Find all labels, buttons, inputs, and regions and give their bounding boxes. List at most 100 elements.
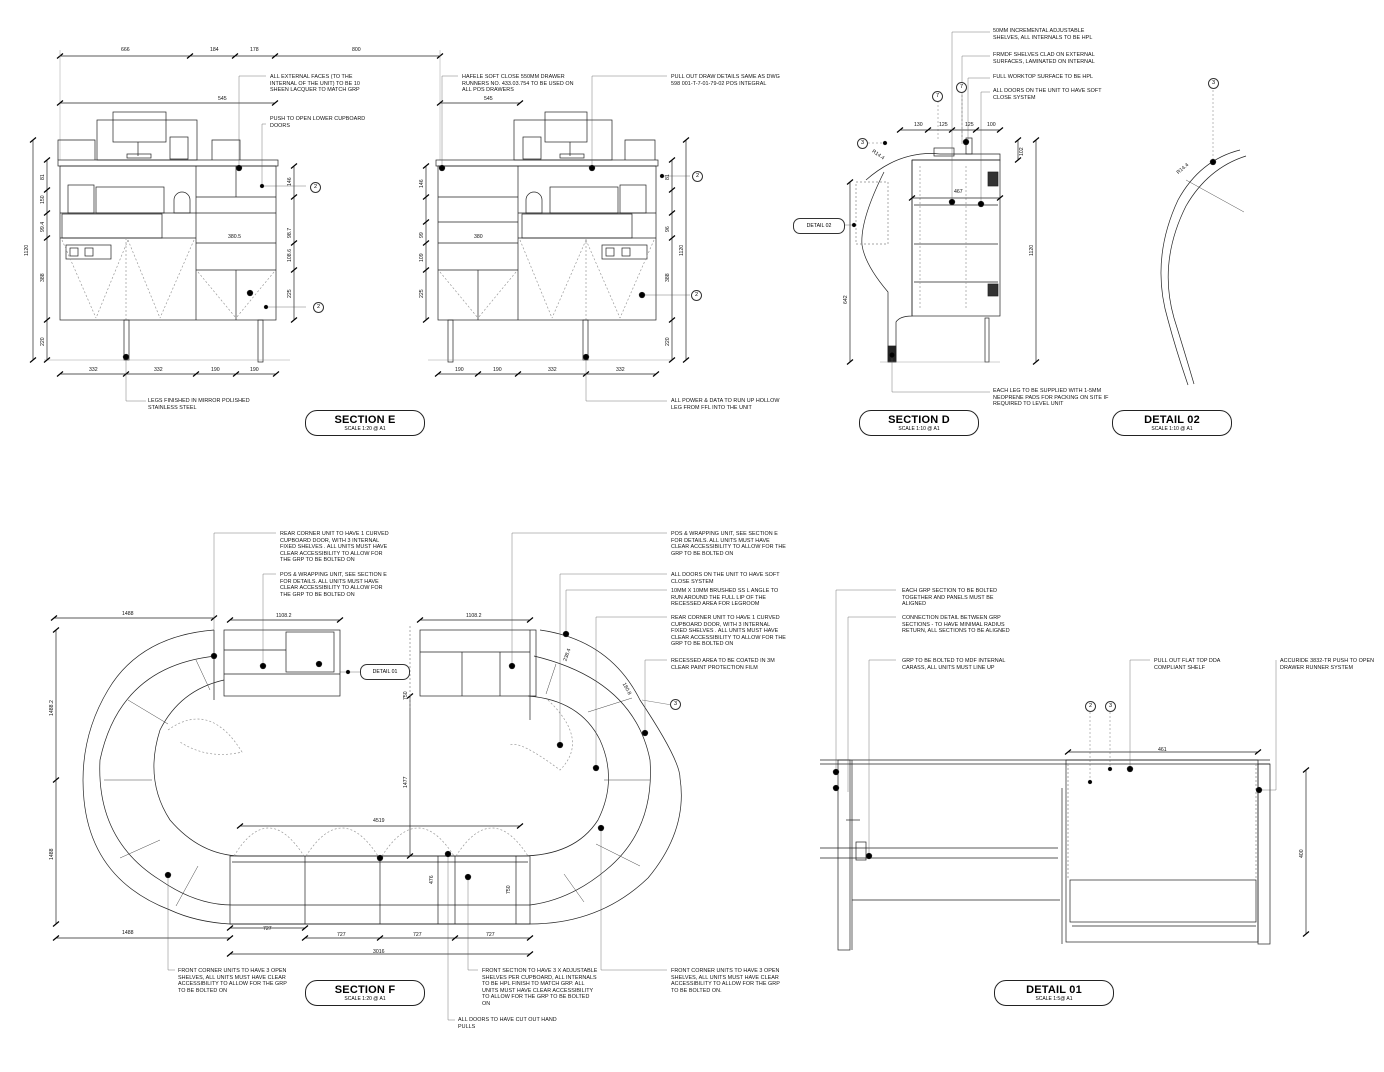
dim-label: 1108.2 — [276, 613, 292, 619]
dim-label: 190 — [455, 367, 464, 373]
dim-label: 1488 — [49, 848, 55, 860]
note-f-front-left: FRONT CORNER UNITS TO HAVE 3 OPEN SHELVE… — [178, 968, 287, 994]
ref-bubble-7: 7 — [956, 82, 967, 93]
note-f-front-section: FRONT SECTION TO HAVE 3 X ADJUSTABLE SHE… — [482, 968, 598, 1007]
dim-label: 99 — [419, 232, 425, 238]
dim-label: 476 — [429, 875, 435, 884]
ref-bubble-7: 7 — [932, 91, 943, 102]
ref-bubble-3: 3 — [1208, 78, 1219, 89]
ref-bubble-2: 2 — [313, 302, 324, 313]
dim-label: 727 — [263, 926, 272, 932]
note-e-push: PUSH TO OPEN LOWER CUPBOARD DOORS — [270, 116, 366, 129]
dim-label: 81 — [665, 174, 671, 180]
note-d1-bolted: EACH GRP SECTION TO BE BOLTED TOGETHER A… — [902, 588, 998, 608]
note-f-angle: 10mm X 10mm BRUSHED SS L ANGLE TO RUN AR… — [671, 588, 779, 608]
dim-label: 1120 — [1029, 244, 1035, 256]
detail-01-name: DETAIL 01 — [1026, 984, 1082, 996]
dim-label: 1120 — [679, 244, 685, 256]
section-e-scale: SCALE 1:20 @ A1 — [344, 426, 386, 432]
dim-label: 190 — [250, 367, 259, 373]
ref-bubble-2: 2 — [692, 171, 703, 182]
note-d-worktop: FULL WORKTOP SURFACE TO BE HPL — [993, 74, 1094, 80]
dim-label: 178 — [250, 47, 259, 53]
note-f-rear-left: REAR CORNER UNIT TO HAVE 1 CURVED CUPBOA… — [280, 531, 389, 564]
dim-label: 150 — [40, 195, 46, 204]
dim-label: 3016 — [373, 949, 385, 955]
detail-02-scale: SCALE 1:10 @ A1 — [1151, 426, 1193, 432]
detail-01-tag: DETAIL 01 — [360, 664, 410, 680]
dim-label: 642 — [843, 295, 849, 304]
section-f-drawing — [50, 532, 682, 1021]
dim-label: 461 — [1158, 747, 1167, 753]
dim-label: 130 — [914, 122, 923, 128]
dim-label: 1488 — [122, 930, 134, 936]
detail-02-drawing — [1160, 90, 1247, 386]
note-f-doors-soft: ALL DOORS ON THE UNIT TO HAVE SOFT CLOSE… — [671, 572, 780, 585]
section-e-mirror-drawing — [422, 75, 690, 402]
dim-label: 727 — [337, 932, 346, 938]
ref-bubble-2: 2 — [1085, 701, 1096, 712]
dim-label: 102 — [1019, 147, 1025, 156]
note-e-pullout: PULL OUT DRAW DETAILS SAME AS DWG 598 00… — [671, 74, 780, 87]
note-e-legs: LEGS FINISHED IN MIRROR POLISHED STAINLE… — [148, 398, 250, 411]
dim-label: 96 — [665, 226, 671, 232]
note-e-power: ALL POWER & DATA TO RUN UP HOLLOW LEG FR… — [671, 398, 780, 411]
section-e-title: SECTION E SCALE 1:20 @ A1 — [305, 410, 425, 436]
dim-label: 388 — [40, 273, 46, 282]
ref-bubble-3: 3 — [1105, 701, 1116, 712]
note-f-recessed: RECESSED AREA TO BE COATED IN 3M CLEAR P… — [671, 658, 775, 671]
section-d-name: SECTION D — [888, 414, 950, 426]
dim-label: 190 — [211, 367, 220, 373]
note-d1-connection: CONNECTION DETAIL BETWEEN GRP SECTIONS -… — [902, 615, 1010, 635]
note-d-50mm: 50mm INCREMENTAL ADJUSTABLE SHELVES, ALL… — [993, 28, 1093, 41]
dim-label: 750 — [506, 885, 512, 894]
note-d-leg: EACH LEG TO BE SUPPLIED WITH 1-5MM NEOPR… — [993, 388, 1109, 408]
dim-label: 400 — [1299, 849, 1305, 858]
note-f-pos-left: POS & WRAPPING UNIT, SEE SECTION E FOR D… — [280, 572, 387, 598]
section-e-drawing — [29, 50, 444, 402]
section-d-drawing — [832, 31, 1040, 393]
dim-label: 190 — [493, 367, 502, 373]
dim-label: 380.5 — [228, 234, 241, 240]
dim-label: 666 — [121, 47, 130, 53]
dim-label: 220 — [665, 337, 671, 346]
note-e-external: ALL EXTERNAL FACES (TO THE INTERNAL OF T… — [270, 74, 360, 94]
dim-label: 727 — [413, 932, 422, 938]
dim-label: 1488.2 — [49, 700, 55, 716]
dim-label: 146 — [419, 179, 425, 188]
note-f-rear-right: REAR CORNER UNIT TO HAVE 1 CURVED CUPBOA… — [671, 615, 786, 648]
dim-label: 146 — [287, 177, 293, 186]
note-d-doors: ALL DOORS ON THE UNIT TO HAVE SOFT CLOSE… — [993, 88, 1102, 101]
note-d1-mdf: GRP TO BE BOLTED TO MDF INTERNAL CARASS,… — [902, 658, 1006, 671]
dim-label: 332 — [89, 367, 98, 373]
dim-label: 1488 — [122, 611, 134, 617]
ref-bubble-3: 3 — [670, 699, 681, 710]
dim-label: 225 — [287, 289, 293, 298]
section-d-title: SECTION D SCALE 1:10 @ A1 — [859, 410, 979, 436]
detail-01-scale: SCALE 1:5@ A1 — [1035, 996, 1073, 1002]
detail-02-title: DETAIL 02 SCALE 1:10 @ A1 — [1112, 410, 1232, 436]
dim-label: 99.4 — [40, 221, 46, 232]
note-f-front-right: FRONT CORNER UNITS TO HAVE 3 OPEN SHELVE… — [671, 968, 780, 994]
ref-bubble-2: 2 — [310, 182, 321, 193]
dim-label: 81 — [40, 174, 46, 180]
dim-label: 545 — [218, 96, 227, 102]
dim-label: 1120 — [24, 244, 30, 256]
note-d-frmdf: FRMDF SHELVES CLAD ON EXTERNAL SURFACES,… — [993, 52, 1095, 65]
dim-label: 98.7 — [287, 227, 293, 238]
dim-label: 184 — [210, 47, 219, 53]
dim-label: 108.6 — [287, 249, 293, 262]
dim-label: 1477 — [403, 776, 409, 788]
section-f-scale: SCALE 1:20 @ A1 — [344, 996, 386, 1002]
note-f-pos-right: POS & WRAPPING UNIT, SEE SECTION E FOR D… — [671, 531, 786, 557]
section-f-title: SECTION F SCALE 1:20 @ A1 — [305, 980, 425, 1006]
dim-label: 467 — [954, 189, 963, 195]
dim-label: 225 — [419, 289, 425, 298]
dim-label: 388 — [665, 273, 671, 282]
dim-label: 100 — [987, 122, 996, 128]
note-d1-accuride: ACCURIDE 3832-TR PUSH TO OPEN DRAWER RUN… — [1280, 658, 1375, 671]
detail-01-title: DETAIL 01 SCALE 1:5@ A1 — [994, 980, 1114, 1006]
dim-label: 800 — [352, 47, 361, 53]
dim-label: 332 — [548, 367, 557, 373]
ref-bubble-3: 3 — [857, 138, 868, 149]
